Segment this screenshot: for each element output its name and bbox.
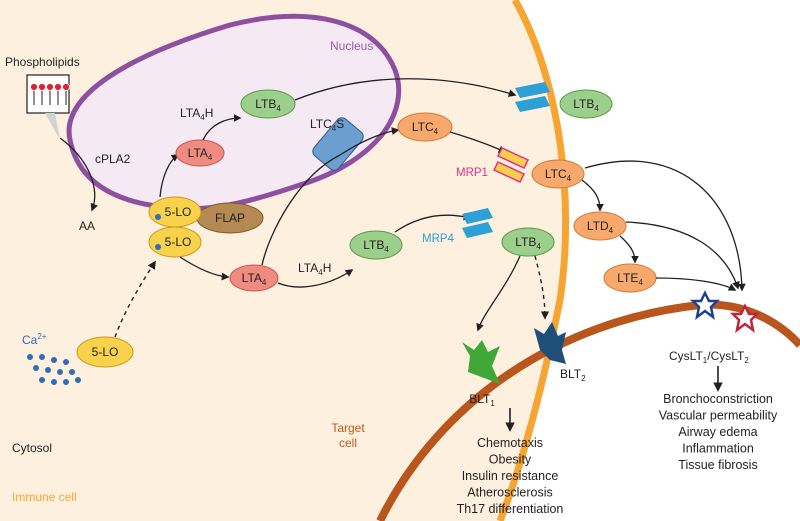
ltd4 xyxy=(573,211,627,241)
cyslt2-receptor xyxy=(729,303,761,333)
five-lo-nuclear-dot xyxy=(155,214,161,220)
cyslt-outcome-item: Inflammation xyxy=(682,442,754,456)
cyslt-outcome-item: Tissue fibrosis xyxy=(678,458,757,472)
five-lo-cytosolic-dot xyxy=(155,244,161,250)
cyslt-label: CysLT1/CysLT2 xyxy=(669,349,749,365)
ltd4-label: LTD4 xyxy=(587,219,614,235)
cyslt-outcome-item: Bronchoconstriction xyxy=(663,392,773,406)
blt2-receptor xyxy=(534,322,566,364)
ltc4-to-ltd4-arrow xyxy=(581,179,604,212)
blt1-label: BLT1 xyxy=(469,392,495,408)
ltb4-cytosolic-label: LTB4 xyxy=(363,238,389,254)
five-lo-cytosol xyxy=(76,336,134,368)
blt1-receptor xyxy=(462,340,500,384)
lta4-to-ltc4-arrow xyxy=(261,127,400,266)
lta4h-cytosolic-arrow xyxy=(277,269,354,288)
ltb4-to-blt2-arrow xyxy=(534,255,550,320)
ltc4-to-cyslt-arrow xyxy=(584,160,746,292)
blt1-outcome-item: Obesity xyxy=(489,453,532,467)
ltd4-to-lte4-arrow xyxy=(619,235,639,264)
ltb4-to-blt1-arrow xyxy=(476,255,521,332)
ltd4-to-cyslt-arrow xyxy=(625,221,740,290)
immune-cell-label: Immune cell xyxy=(12,490,77,504)
five-lo-translocation-arrow xyxy=(114,260,156,338)
flap-label: FLAP xyxy=(215,211,245,225)
cyslt1-receptor xyxy=(689,290,721,320)
blt1-outcome-item: Atherosclerosis xyxy=(467,486,552,500)
mrp4-label: MRP4 xyxy=(422,233,455,245)
mrp1-label: MRP1 xyxy=(456,167,488,179)
ltb4-nuclear xyxy=(240,89,296,119)
lta4h-nuclear-label: LTA4H xyxy=(180,106,213,122)
ltb4-cytosolic xyxy=(349,230,403,260)
blt1-outcome-item: Th17 differentiation xyxy=(457,502,564,516)
five-lo-cytosolic xyxy=(148,226,202,258)
mrp4-transporter xyxy=(462,208,493,238)
ltb4-export-arrow xyxy=(294,78,517,101)
phospholipids-label: Phospholipids xyxy=(5,55,80,69)
ltc4s-enzyme xyxy=(312,117,364,171)
ltb4-to-mrp4-arrow xyxy=(394,212,472,233)
blt2-label: BLT2 xyxy=(560,367,586,383)
lte4-to-cyslt-arrow xyxy=(655,277,737,291)
aa-label: AA xyxy=(79,219,95,233)
cpla2-arrow xyxy=(59,137,98,212)
five-lo-nuclear-label: 5-LO xyxy=(165,205,192,219)
nucleus-label: Nucleus xyxy=(330,39,373,53)
mrp1-transporter xyxy=(492,147,530,183)
cytosol-label: Cytosol xyxy=(12,441,52,455)
calcium-label: Ca2+ xyxy=(22,332,47,347)
ltb4-extracellular-top-label: LTB4 xyxy=(573,97,599,113)
phospholipid-icon xyxy=(26,74,70,140)
ltb4-extracellular-top xyxy=(559,89,613,119)
blt1-outcome-item: Chemotaxis xyxy=(477,436,543,450)
target-cell-label-line1: Target xyxy=(331,421,365,435)
ltb4-nuclear-label: LTB4 xyxy=(255,97,281,113)
cyslt-outcome-item: Vascular permeability xyxy=(659,409,778,423)
ltc4-intracellular-label: LTC4 xyxy=(412,120,439,136)
blt1-outcome-item: Insulin resistance xyxy=(462,469,559,483)
ltb4-transporter xyxy=(515,82,550,112)
ltc4-extracellular-label: LTC4 xyxy=(545,167,572,183)
ltc4-intracellular xyxy=(397,112,453,142)
lte4-label: LTE4 xyxy=(617,271,643,287)
nucleus xyxy=(66,13,402,212)
lta4-cytosolic xyxy=(229,264,279,292)
lta4-nuclear-label: LTA4 xyxy=(188,146,213,162)
target-cell-label-line2: cell xyxy=(339,436,357,450)
lta4-cytosolic-label: LTA4 xyxy=(242,271,267,287)
five-lo-cytosol-label: 5-LO xyxy=(92,345,119,359)
five-lo-to-lta4-cytosolic-arrow xyxy=(179,256,230,281)
cpla2-label: cPLA2 xyxy=(95,152,131,166)
five-lo-to-lta4-arrow xyxy=(159,154,180,198)
five-lo-cytosolic-label: 5-LO xyxy=(165,235,192,249)
cyslt-outcome-item: Airway edema xyxy=(678,425,757,439)
lta4h-nuclear-arrow xyxy=(202,114,242,141)
ltb4-extracellular-bottom-label: LTB4 xyxy=(515,235,541,251)
calcium-ions xyxy=(27,354,81,385)
ltb4-extracellular-bottom xyxy=(501,227,555,257)
ltc4-extracellular xyxy=(531,159,585,189)
lta4-nuclear xyxy=(175,139,225,167)
lta4h-cytosolic-label: LTA4H xyxy=(298,261,331,277)
immune-cell-membrane xyxy=(496,0,570,521)
ltc4s-label: LTC4S xyxy=(310,117,344,133)
target-cell-membrane xyxy=(376,300,800,521)
